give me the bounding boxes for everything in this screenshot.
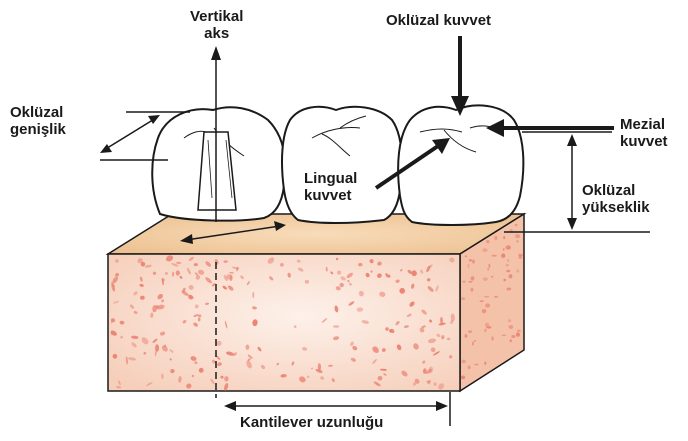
bone-spot: [484, 362, 486, 365]
bone-spot: [472, 341, 474, 345]
bone-spot: [465, 255, 467, 257]
bone-spot: [508, 319, 511, 322]
bone-spot: [485, 323, 489, 327]
bone-spot: [462, 281, 466, 283]
bone-spot: [510, 339, 512, 342]
bone-spot: [484, 329, 486, 333]
bone-spot: [515, 224, 518, 226]
bone-spot: [491, 336, 493, 340]
mesial-force-label: Mezial kuvvet: [620, 116, 668, 150]
bone-spot: [506, 288, 511, 291]
bone-spot: [506, 245, 511, 249]
bone-spot: [503, 279, 506, 281]
bone-spot: [487, 268, 489, 270]
lingual-force-label: Lingual kuvvet: [304, 170, 357, 204]
bone-front-face: [108, 254, 460, 391]
bone-block: [108, 214, 524, 391]
bone-spot: [494, 296, 498, 298]
bone-spot: [507, 259, 509, 262]
bone-spot: [488, 264, 490, 268]
occlusal-height-label: Oklüzal yükseklik: [582, 182, 650, 216]
bone-spot: [472, 260, 475, 264]
bone-spot: [224, 376, 228, 381]
bone-spot: [494, 236, 497, 241]
occlusal-force-label: Oklüzal kuvvet: [386, 12, 491, 29]
bone-spot: [511, 335, 515, 338]
bone-spot: [471, 276, 475, 280]
occlusal-width-label: Oklüzal genişlik: [10, 104, 66, 138]
bone-spot: [469, 281, 473, 283]
bone-spot: [502, 335, 507, 337]
bone-spot: [468, 264, 470, 268]
bone-spot: [474, 364, 478, 366]
bone-spot: [465, 334, 468, 338]
bone-spot: [461, 360, 465, 364]
bone-spot: [517, 330, 521, 332]
cantilever-length-label: Kantilever uzunluğu: [240, 414, 383, 431]
bone-spot: [518, 254, 523, 257]
vertical-axis-label: Vertikal aks: [190, 8, 243, 42]
bone-spot: [469, 259, 472, 261]
bone-spot: [482, 248, 487, 252]
occlusal-force-arrow: [451, 36, 469, 116]
bone-spot: [485, 303, 490, 307]
bone-spot: [516, 332, 520, 336]
crown-right: [398, 105, 523, 225]
bone-spot: [503, 248, 505, 251]
bone-spot: [517, 270, 520, 273]
bone-spot: [474, 340, 476, 342]
bone-spot: [491, 276, 494, 278]
bone-spot: [461, 297, 465, 300]
crown-middle: [282, 107, 402, 223]
bone-spot: [517, 240, 519, 242]
bone-spot: [506, 270, 510, 273]
bone-spot: [484, 296, 489, 298]
bone-spot: [480, 300, 484, 302]
bone-spot: [506, 264, 509, 267]
bone-spot: [502, 254, 505, 256]
bone-spot: [509, 325, 514, 329]
bone-spot: [461, 376, 465, 380]
bone-spot: [515, 234, 520, 238]
bone-spot: [482, 309, 486, 313]
bone-spot: [468, 366, 471, 370]
bone-spot: [468, 330, 472, 333]
bone-spot: [471, 288, 474, 292]
bone-spot: [486, 240, 489, 243]
bone-spot: [492, 255, 497, 257]
bone-spot: [333, 325, 340, 328]
bone-spot: [252, 292, 254, 298]
bone-spot: [483, 277, 488, 281]
bone-spot: [509, 274, 513, 278]
bone-spot: [503, 236, 505, 239]
